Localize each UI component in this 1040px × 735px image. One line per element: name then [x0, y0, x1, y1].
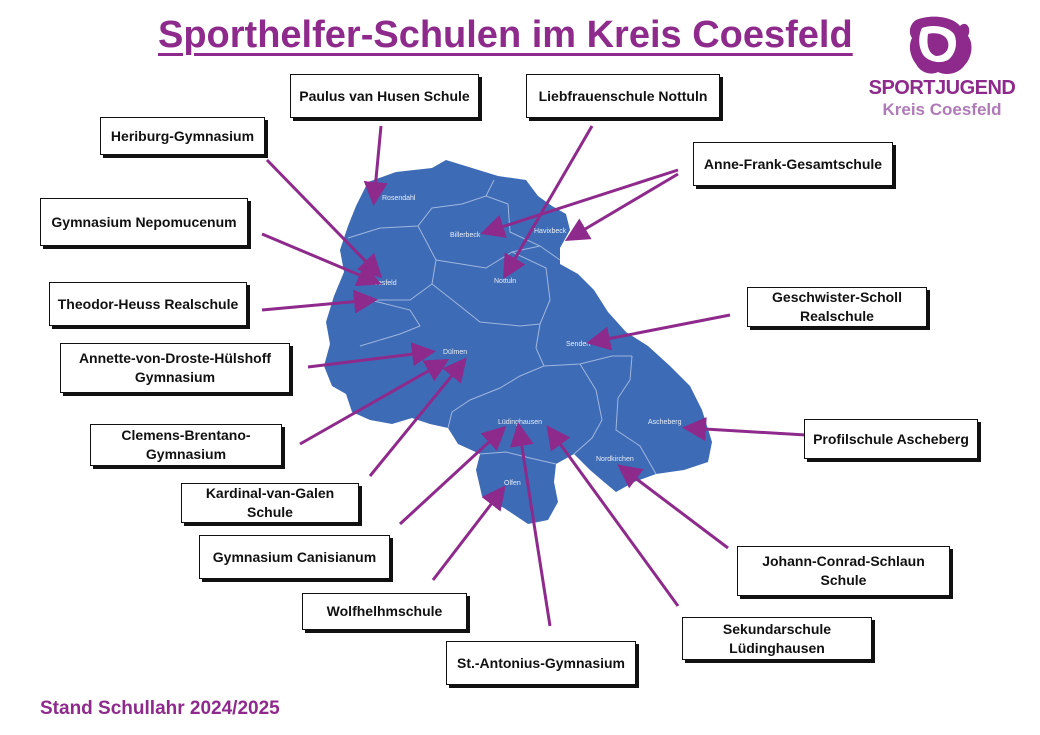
municipal-borders — [347, 179, 657, 475]
page-title: Sporthelfer-Schulen im Kreis Coesfeld — [158, 14, 853, 56]
school-label-geschwister-scholl: Geschwister-Scholl Realschule — [747, 287, 927, 327]
town-label: Havixbeck — [534, 228, 567, 235]
school-label-theodor-heuss: Theodor-Heuss Realschule — [49, 282, 247, 326]
arrow — [586, 313, 731, 351]
town-label: Dülmen — [443, 349, 467, 356]
town-label: Nordkirchen — [596, 456, 634, 463]
school-label-profilschule-ascheberg: Profilschule Ascheberg — [804, 419, 978, 459]
town-label: Billerbeck — [450, 232, 481, 239]
district-shape — [324, 160, 712, 524]
school-label-kardinal-van-galen: Kardinal-van-Galen Schule — [181, 483, 359, 523]
school-label-nepomucenum: Gymnasium Nepomucenum — [40, 198, 248, 246]
arrow — [617, 464, 729, 550]
school-label-wolfhelhmschule: Wolfhelhmschule — [302, 593, 467, 630]
arrow — [299, 359, 450, 446]
town-label: Rosendahl — [382, 195, 416, 202]
arrow — [502, 125, 594, 280]
arrow — [480, 168, 679, 238]
arrow — [682, 417, 807, 442]
arrow — [261, 232, 382, 287]
logo-line-1: SPORTJUGEND — [868, 77, 1016, 99]
arrow — [265, 158, 383, 279]
school-label-heriburg: Heriburg-Gymnasium — [100, 117, 265, 155]
logo-line-2: Kreis Coesfeld — [882, 100, 1002, 119]
school-label-johann-conrad-schlaun: Johann-Conrad-Schlaun Schule — [737, 546, 950, 596]
school-arrows — [261, 125, 807, 627]
town-label: Coesfeld — [369, 280, 397, 287]
arrow — [368, 357, 467, 477]
school-label-droste-huelshoff: Annette-von-Droste-Hülshoff Gymnasium — [60, 343, 290, 393]
arrow — [431, 485, 506, 581]
school-label-paulus-van-husen: Paulus van Husen Schule — [290, 74, 479, 118]
footer-school-year: Stand Schullahr 2024/2025 — [40, 698, 280, 719]
arrow — [509, 422, 552, 627]
school-label-canisianum: Gymnasium Canisianum — [199, 535, 390, 579]
school-label-st-antonius: St.-Antonius-Gymnasium — [446, 641, 636, 685]
town-label: Olfen — [504, 480, 521, 487]
school-label-anne-frank: Anne-Frank-Gesamtschule — [693, 142, 893, 186]
town-label: Lüdinghausen — [498, 419, 542, 426]
school-label-sekundarschule: Sekundarschule Lüdinghausen — [682, 617, 872, 660]
town-label: Senden — [566, 341, 590, 348]
arrow — [363, 125, 388, 206]
school-label-clemens-brentano: Clemens-Brentano- Gymnasium — [90, 424, 282, 466]
sportjugend-logo-icon — [909, 16, 972, 74]
arrow — [307, 342, 436, 369]
town-label: Nottuln — [494, 278, 516, 285]
arrow — [564, 172, 679, 242]
arrow — [398, 425, 507, 526]
school-label-liebfrauenschule: Liebfrauenschule Nottuln — [526, 74, 720, 118]
arrow — [546, 425, 680, 607]
arrow — [261, 289, 378, 314]
town-label: Ascheberg — [648, 419, 682, 426]
